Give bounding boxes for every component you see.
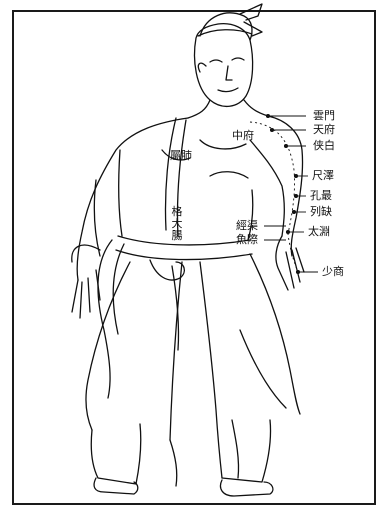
label-tianfu: 天府 — [313, 124, 335, 135]
waist-sash — [118, 236, 250, 245]
headband-ribbon — [240, 4, 262, 20]
label-xiabai: 侠白 — [313, 140, 335, 151]
label-shaoshang: 少商 — [322, 266, 344, 277]
label-taiyuan: 太淵 — [308, 226, 330, 237]
label-kongzui: 孔最 — [310, 190, 332, 201]
torso-side — [119, 150, 122, 236]
label-fei: 屬肺 — [170, 150, 192, 161]
label-yuji: 魚際 — [236, 234, 258, 245]
neck — [188, 100, 210, 118]
right-shoulder-arm — [268, 116, 303, 256]
head-outline — [195, 24, 253, 107]
robe-front — [86, 262, 130, 430]
label-lieque: 列缺 — [310, 206, 332, 217]
right-foot — [221, 480, 273, 496]
label-chize: 尺澤 — [312, 170, 334, 181]
label-yunmen: 雲門 — [313, 110, 335, 121]
trousers — [91, 424, 141, 484]
label-zhongfu: 中府 — [232, 130, 254, 141]
left-hand — [72, 270, 100, 318]
label-jingqu: 經渠 — [236, 220, 258, 231]
label-ge-da-chang: 格大腸 — [171, 206, 183, 242]
